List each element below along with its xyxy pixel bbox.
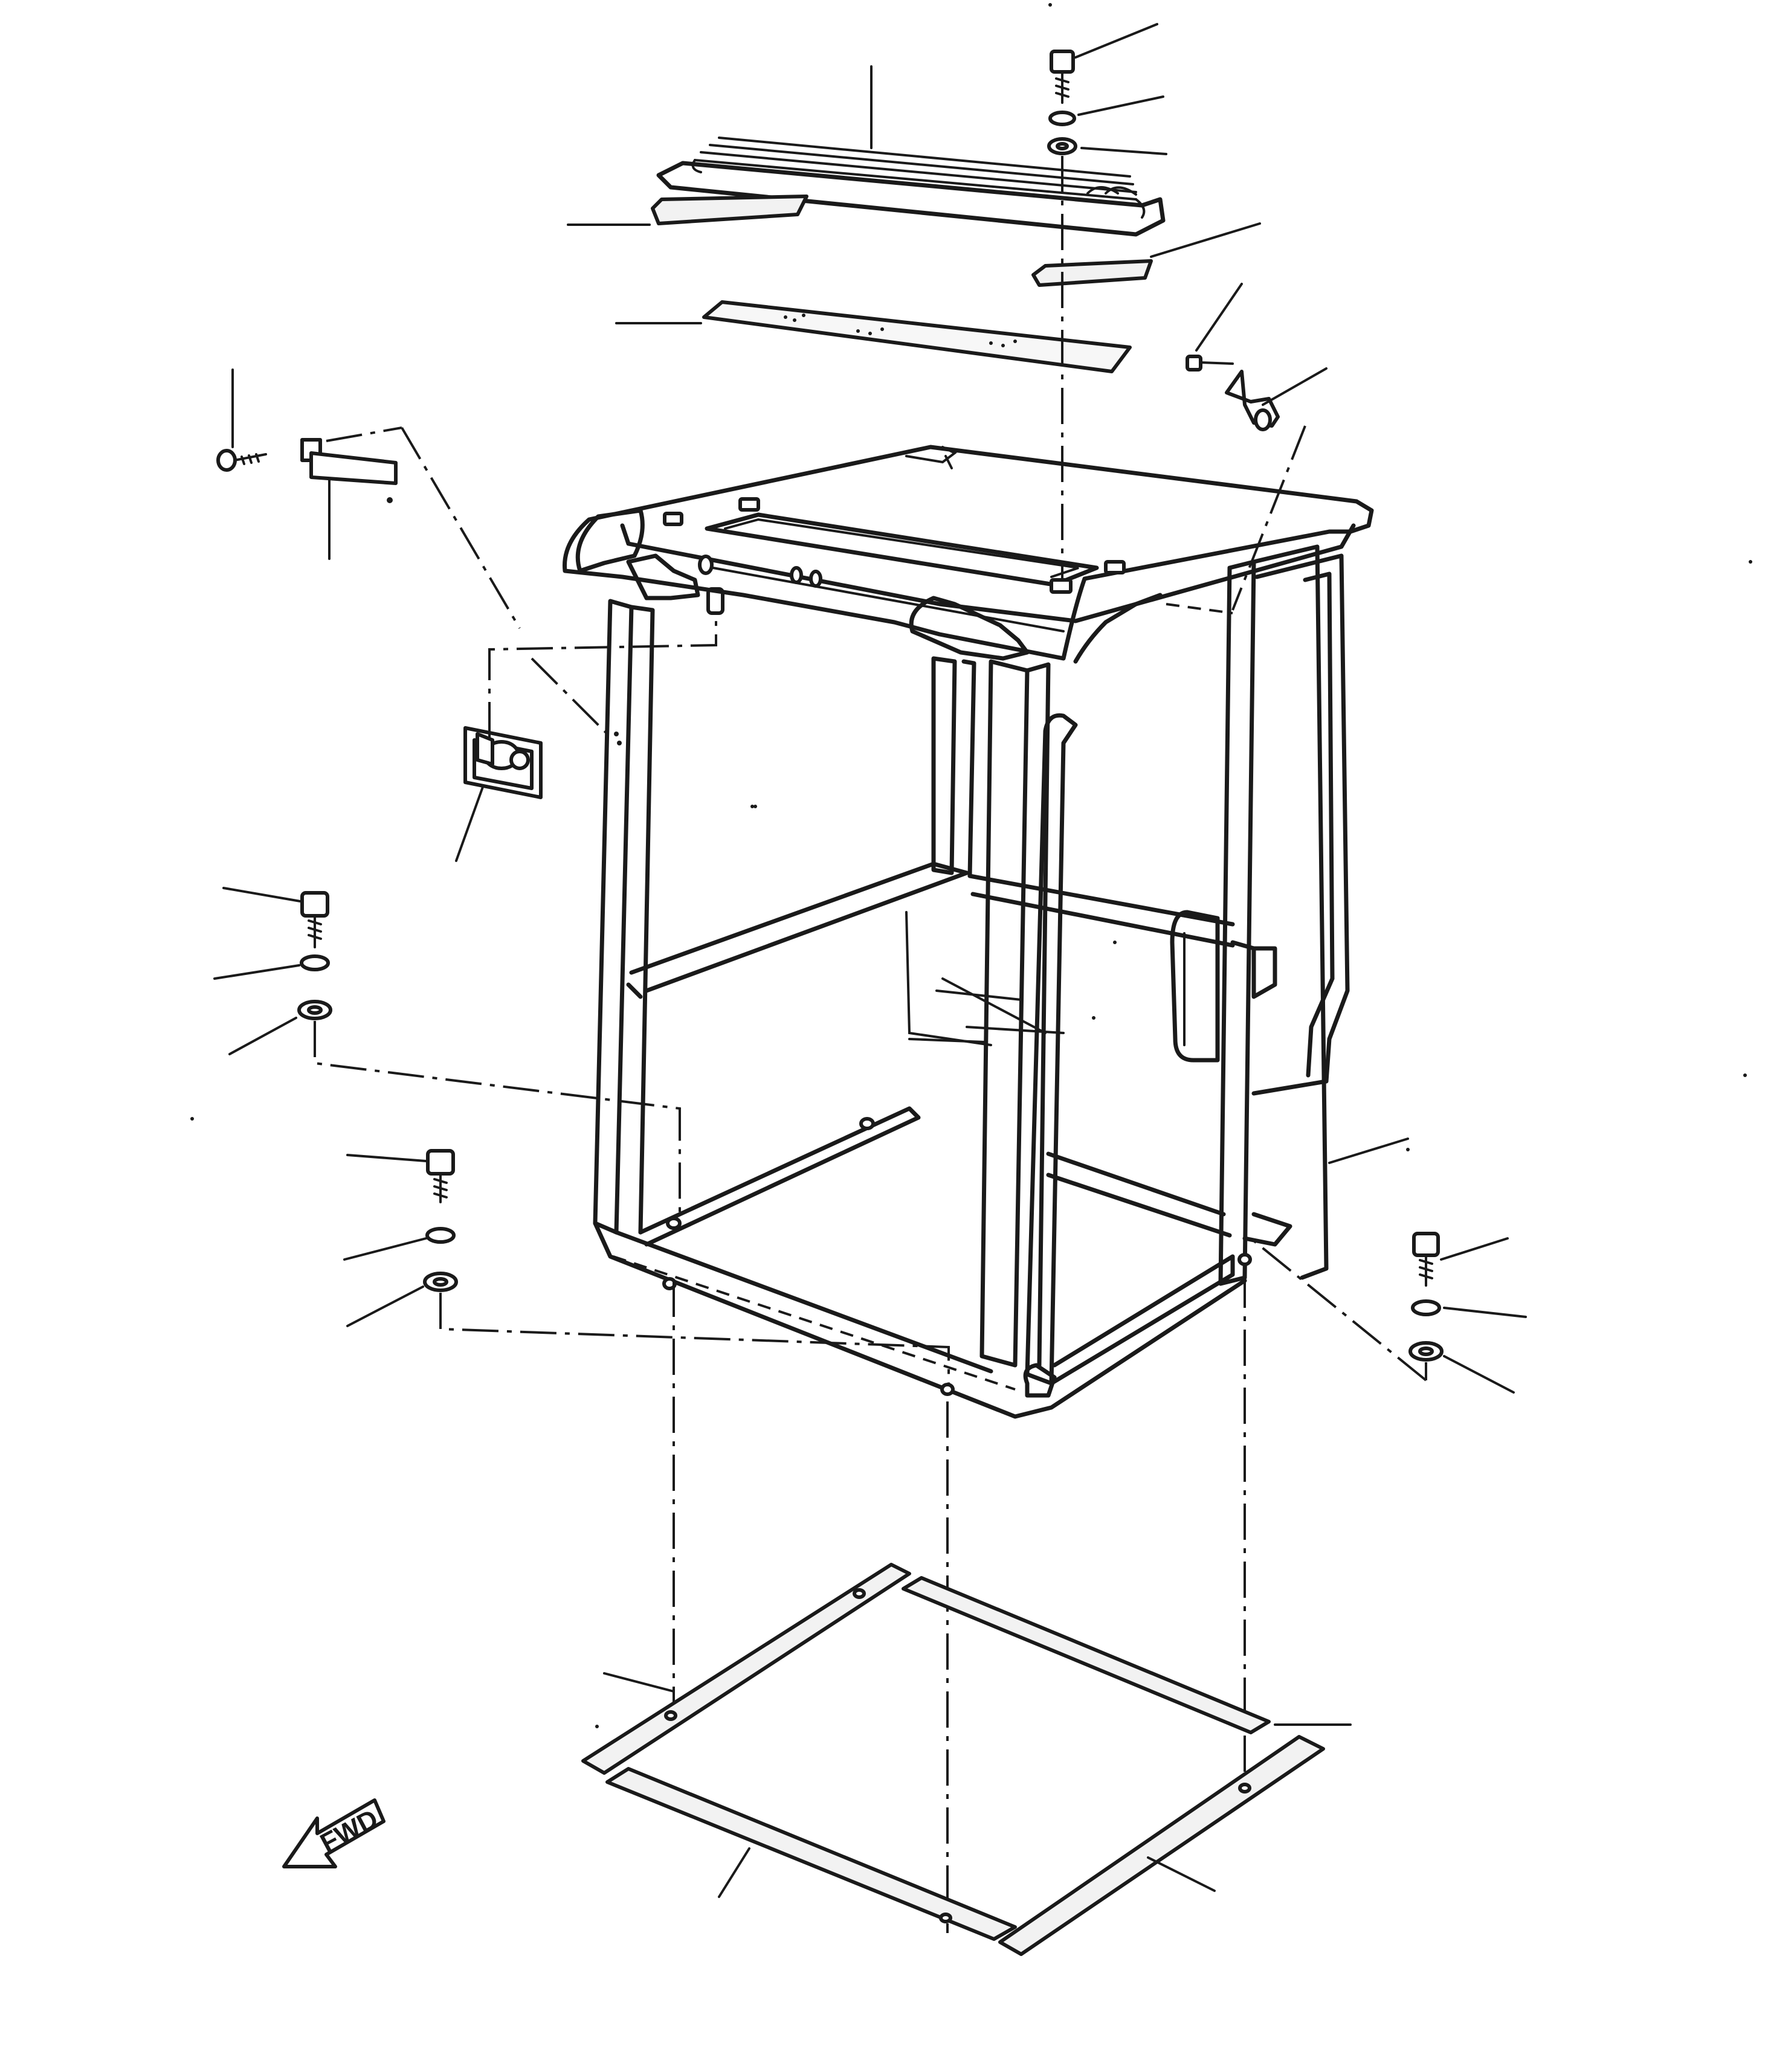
roof-pad-right <box>1031 259 1153 287</box>
wiper-bracket <box>300 438 398 503</box>
roof-pad-left <box>651 195 808 225</box>
floor-gasket-right <box>998 1735 1325 1956</box>
callout-leaders <box>213 23 1527 1898</box>
fwd-arrow-icon: FWD <box>282 1798 386 1868</box>
hook-bracket <box>1225 370 1280 431</box>
roof-rail-guard <box>656 137 1166 237</box>
bolt-right <box>1408 1232 1444 1362</box>
door-latch <box>463 726 543 799</box>
hook-screw <box>1186 355 1234 372</box>
floor-gasket-rear <box>902 1576 1271 1734</box>
floor-gasket-front <box>605 1767 1017 1941</box>
lock-washer-top <box>1048 111 1076 126</box>
wiper-screw <box>216 449 267 472</box>
bolt-left-upper <box>297 891 332 1020</box>
scan-specks <box>190 3 1752 1728</box>
floor-gasket-left <box>581 1563 911 1775</box>
roof-panel <box>702 300 1132 373</box>
cab-frame <box>563 445 1374 1419</box>
fwd-label: FWD <box>315 1804 382 1858</box>
bolt-left-lower <box>423 1149 458 1292</box>
bolt-top <box>1050 50 1075 104</box>
flat-washer-top <box>1047 137 1077 155</box>
